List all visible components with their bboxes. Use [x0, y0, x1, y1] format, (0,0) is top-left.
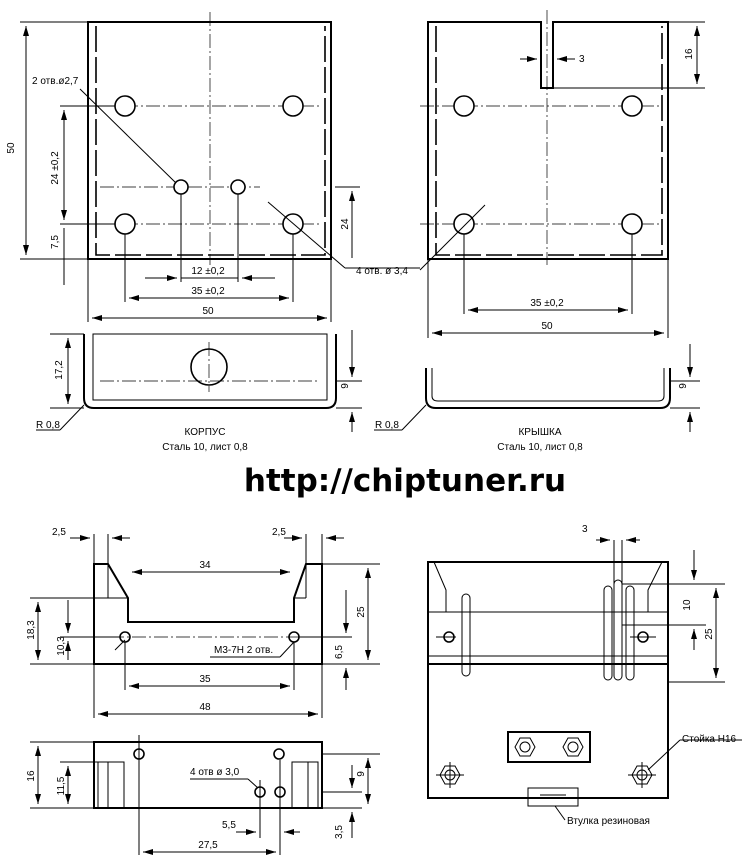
kryshka-dim-9: 9	[678, 383, 689, 389]
dim-172: 17,2	[54, 360, 65, 380]
dim-35-small: 3,5	[334, 825, 345, 839]
kryshka-material: Сталь 10, лист 0,8	[497, 442, 583, 453]
standoff-label: Стойка Н16	[682, 734, 737, 745]
kryshka-radius: R 0,8	[375, 420, 399, 431]
website-watermark: http://chiptuner.ru	[244, 463, 566, 499]
bracket-bottom-view	[30, 735, 380, 855]
labels: 50 2 отв.ø2,7 24 ±0,2 7,5 12 ±0,2 35 ±0,…	[6, 48, 737, 851]
dim-16: 16	[684, 48, 695, 60]
korpus-dimensions	[20, 21, 420, 322]
bracket-front-view	[30, 534, 380, 718]
dim-35: 35 ±0,2	[191, 286, 225, 297]
korpus-front-view	[80, 12, 332, 265]
slot-3: 3	[579, 54, 585, 65]
korpus-side-view	[36, 330, 362, 432]
dim-24-right: 24	[340, 218, 351, 230]
bl-dim-9: 9	[356, 771, 367, 777]
small-hole	[230, 179, 246, 195]
kryshka-front-view	[420, 10, 669, 265]
assembly-view	[427, 537, 742, 821]
mount-hole	[282, 95, 304, 117]
korpus-material: Сталь 10, лист 0,8	[162, 442, 248, 453]
kryshka-dim-50: 50	[541, 321, 553, 332]
dim-25-right: 2,5	[272, 527, 286, 538]
hole-note-30: 4 отв ø 3,0	[190, 767, 240, 778]
dim-275: 27,5	[198, 840, 218, 851]
small-hole	[173, 179, 189, 195]
mount-hole	[114, 213, 136, 235]
korpus-title: КОРПУС	[185, 427, 226, 438]
br-dim-25: 25	[704, 628, 715, 640]
br-slot-3: 3	[582, 524, 588, 535]
kryshka-dim-35: 35 ±0,2	[530, 298, 564, 309]
dim-115: 11,5	[56, 776, 67, 795]
dim-50-vert: 50	[6, 142, 17, 154]
dim-34: 34	[199, 560, 211, 571]
dim-65: 6,5	[334, 645, 345, 659]
kryshka-side-view	[374, 344, 700, 432]
dim-25-left: 2,5	[52, 527, 66, 538]
hole-note-34: 4 отв. ø 3,4	[356, 266, 408, 277]
dim-12: 12 ±0,2	[191, 266, 225, 277]
dim-24: 24 ±0,2	[50, 151, 61, 185]
dim-103: 10,3	[56, 636, 67, 656]
kryshka-dimensions	[419, 21, 705, 338]
dim-50-horiz: 50	[202, 306, 214, 317]
hole-note-27: 2 отв.ø2,7	[32, 76, 79, 87]
kryshka-title: КРЫШКА	[518, 427, 561, 438]
dim-48: 48	[199, 702, 211, 713]
radius-label: R 0,8	[36, 420, 60, 431]
mount-hole	[114, 95, 136, 117]
grommet-label: Втулка резиновая	[567, 816, 650, 827]
dim-55: 5,5	[222, 820, 236, 831]
bl-dim-16: 16	[26, 770, 37, 782]
dim-9: 9	[340, 383, 351, 389]
dim-75: 7,5	[50, 235, 61, 249]
br-dim-10: 10	[682, 599, 693, 611]
bl-dim-35: 35	[199, 674, 211, 685]
dim-183: 18,3	[26, 620, 37, 640]
dim-25: 25	[356, 606, 367, 618]
thread-note: M3-7H 2 отв.	[214, 645, 273, 656]
